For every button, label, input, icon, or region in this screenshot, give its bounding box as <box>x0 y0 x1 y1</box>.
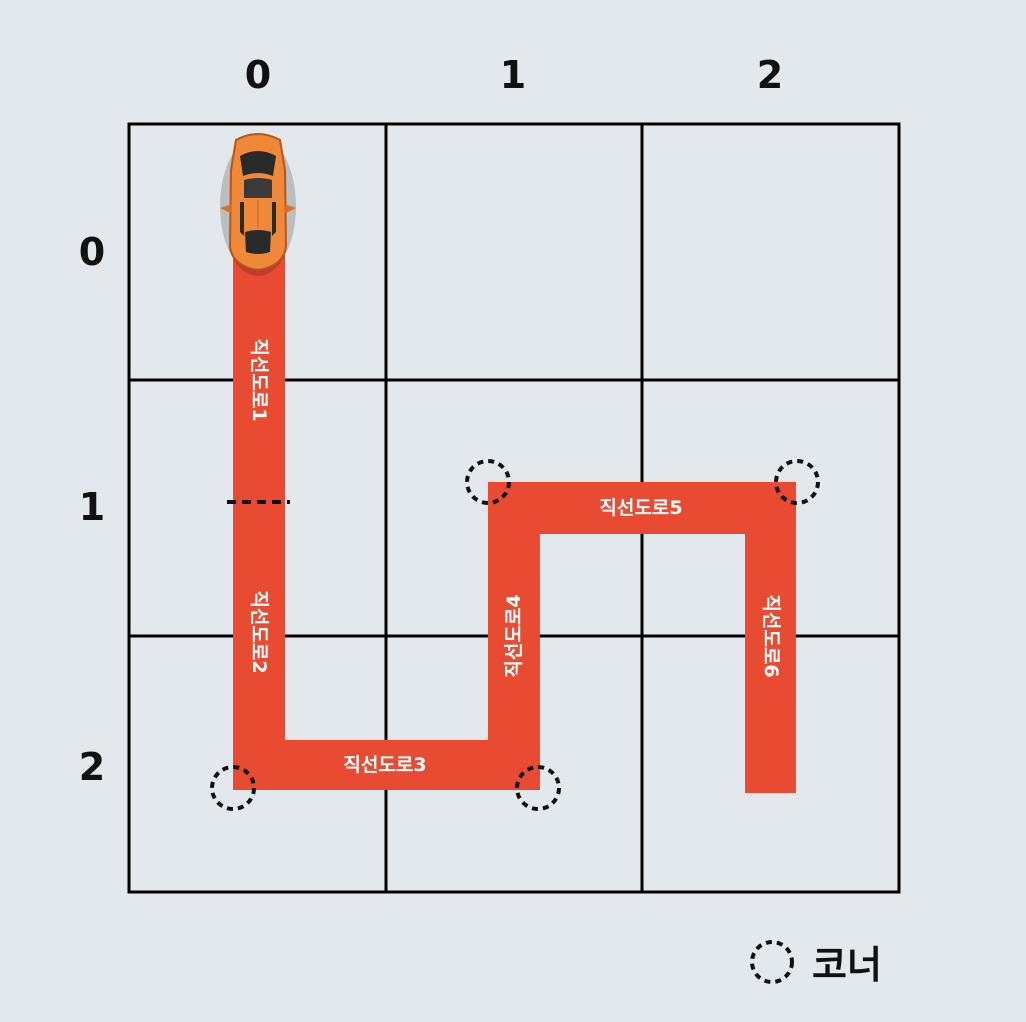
column-label-0: 0 <box>244 53 272 97</box>
corner-legend-icon <box>750 939 794 984</box>
grid-border <box>127 122 901 894</box>
row-label-2: 2 <box>78 745 106 789</box>
road-label-5: 직선도로5 <box>599 497 682 519</box>
road-segment-6 <box>745 482 796 793</box>
road-label-1: 직선도로1 <box>248 338 270 421</box>
row-label-1: 1 <box>78 485 106 529</box>
corner-markers <box>210 459 820 811</box>
legend: 코너 <box>746 934 882 989</box>
corner-marker-icon <box>515 765 561 811</box>
column-label-2: 2 <box>756 53 784 97</box>
road-segment-1-2 <box>233 255 285 790</box>
corner-marker-icon <box>465 459 511 505</box>
row-label-0: 0 <box>78 230 106 274</box>
road-label-6: 직선도로6 <box>760 594 782 677</box>
corner-marker-icon <box>210 765 256 811</box>
roads <box>233 255 796 793</box>
road-label-4: 직선도로4 <box>503 594 525 677</box>
road-label-2: 직선도로2 <box>248 590 270 673</box>
car-icon <box>220 133 296 276</box>
road-label-3: 직선도로3 <box>343 754 426 776</box>
legend-corner-label: 코너 <box>812 943 882 987</box>
road-segment-5 <box>488 482 796 534</box>
corner-marker-icon <box>774 459 820 505</box>
column-label-1: 1 <box>499 53 527 97</box>
